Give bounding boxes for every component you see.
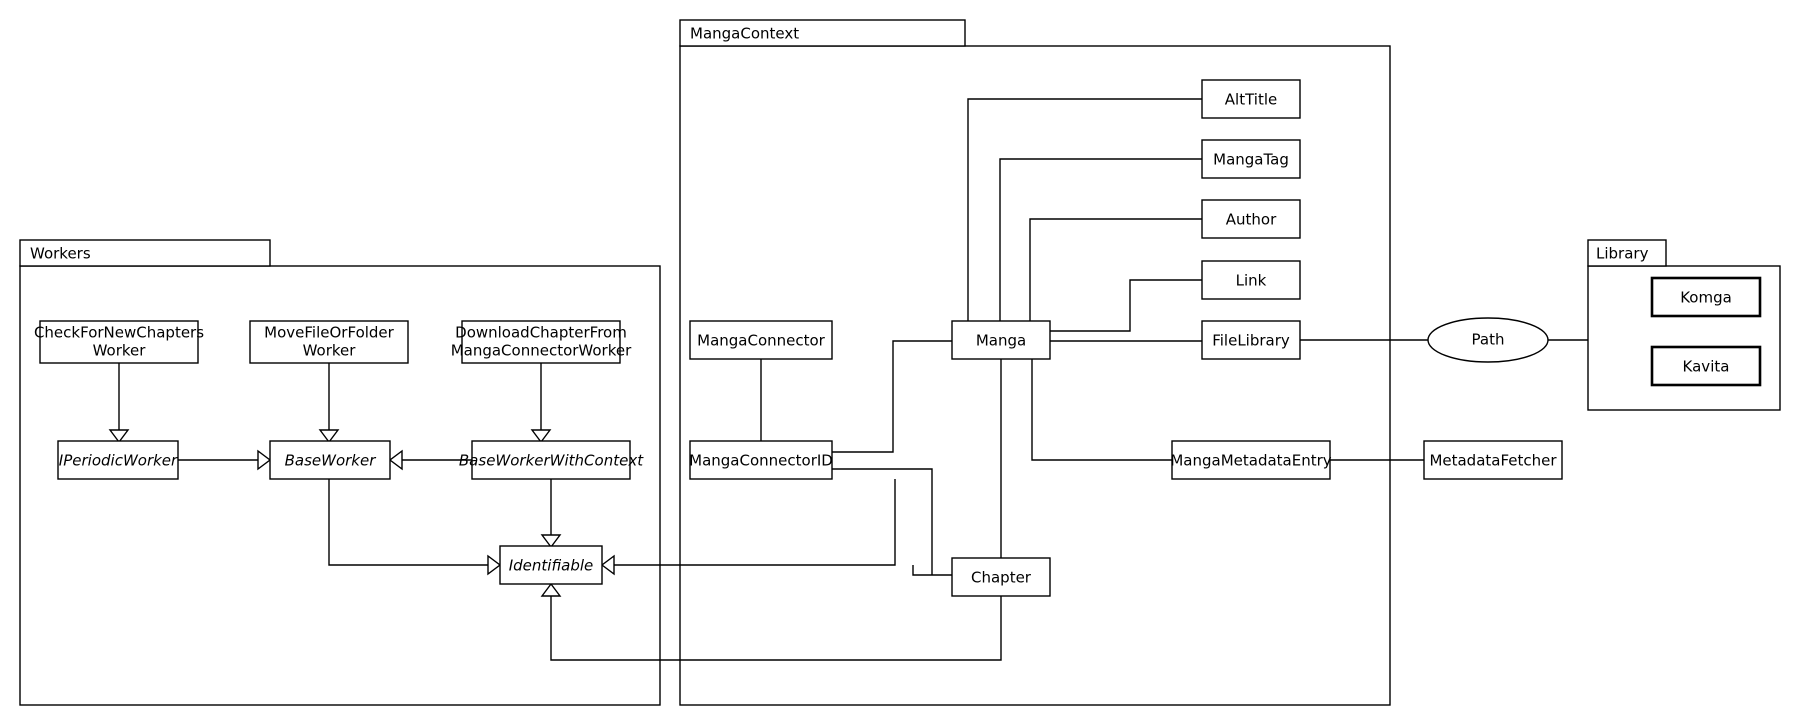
node-label-line: MetadataFetcher xyxy=(1429,452,1557,470)
edge-manga-bottom-to-metadata xyxy=(1031,359,1172,461)
node-label-line: BaseWorkerWithContext xyxy=(459,452,644,470)
node-author[interactable]: Author xyxy=(1201,199,1301,239)
node-link[interactable]: Link xyxy=(1201,260,1301,300)
node-iperiodicworker[interactable]: IPeriodicWorker xyxy=(57,440,179,480)
edge-check-to-iperiodic xyxy=(108,363,130,444)
node-chapter[interactable]: Chapter xyxy=(951,557,1051,597)
node-download-chapter-from-manga-connector-worker[interactable]: DownloadChapterFrom MangaConnectorWorker xyxy=(451,320,632,364)
node-mangatag[interactable]: MangaTag xyxy=(1201,139,1301,179)
node-label-line: Worker xyxy=(93,342,147,360)
node-label-line: AltTitle xyxy=(1225,91,1277,109)
edge-bwwc-to-identifiable xyxy=(540,479,562,549)
node-label-line: Author xyxy=(1226,211,1277,229)
edge-move-to-baseworker xyxy=(318,363,340,444)
node-label-line: Link xyxy=(1236,272,1267,290)
node-label-line: BaseWorker xyxy=(285,452,377,470)
edge-chapter-left-route xyxy=(912,565,952,576)
package-label-mangacontext: MangaContext xyxy=(690,25,799,43)
node-check-for-new-chapters-worker[interactable]: CheckForNewChapters Worker xyxy=(34,320,204,364)
node-label-line: Worker xyxy=(303,342,357,360)
node-label-line: DownloadChapterFrom xyxy=(455,324,627,342)
node-komga[interactable]: Komga xyxy=(1650,276,1762,318)
node-label-line: Chapter xyxy=(971,569,1032,587)
edge-chapter-to-identifiable xyxy=(540,582,1002,661)
node-label-line: CheckForNewChapters xyxy=(34,324,204,342)
node-mangaconnectorid[interactable]: MangaConnectorID xyxy=(689,440,833,480)
node-move-file-or-folder-worker[interactable]: MoveFileOrFolder Worker xyxy=(249,320,409,364)
edge-download-to-bwwc xyxy=(530,363,552,444)
package-label-library: Library xyxy=(1596,245,1649,263)
node-manga[interactable]: Manga xyxy=(951,320,1051,360)
package-label-workers: Workers xyxy=(30,245,91,263)
node-baseworker[interactable]: BaseWorker xyxy=(269,440,391,480)
node-label-line: Path xyxy=(1472,331,1505,349)
edge-mangaconnectorid-to-chapter xyxy=(832,468,933,575)
edge-baseworker-to-identifiable xyxy=(328,479,502,576)
node-mangaconnector[interactable]: MangaConnector xyxy=(689,320,833,360)
node-path-ellipse[interactable]: Path xyxy=(1427,317,1549,363)
node-label-line: IPeriodicWorker xyxy=(59,452,178,470)
edge-mangaconnectorid-to-identifiable xyxy=(600,479,896,576)
node-identifiable[interactable]: Identifiable xyxy=(499,545,603,585)
node-label-line: Identifiable xyxy=(509,557,594,575)
node-label-line: MangaConnector xyxy=(697,332,826,350)
node-filelibrary[interactable]: FileLibrary xyxy=(1201,320,1301,360)
edge-manga-to-alttitle xyxy=(967,98,1202,321)
node-label-line: MangaTag xyxy=(1213,151,1289,169)
node-mangametadataentry[interactable]: MangaMetadataEntry xyxy=(1170,440,1332,480)
node-label-line: Kavita xyxy=(1683,358,1730,376)
node-alttitle[interactable]: AltTitle xyxy=(1201,79,1301,119)
node-label-line: MangaConnectorWorker xyxy=(451,342,632,360)
node-label-line: Manga xyxy=(976,332,1026,350)
node-baseworkerwithcontext[interactable]: BaseWorkerWithContext xyxy=(459,440,644,480)
edge-manga-to-author xyxy=(1029,218,1202,321)
node-label-line: MangaConnectorID xyxy=(689,452,833,470)
node-label-line: MangaMetadataEntry xyxy=(1170,452,1331,470)
node-metadatafetcher[interactable]: MetadataFetcher xyxy=(1423,440,1563,480)
node-label-line: Komga xyxy=(1680,289,1732,307)
node-label-line: MoveFileOrFolder xyxy=(264,324,394,342)
edge-bwwc-to-baseworker xyxy=(388,449,472,471)
edge-iperiodic-to-baseworker xyxy=(178,449,272,471)
node-kavita[interactable]: Kavita xyxy=(1650,345,1762,387)
node-label-line: FileLibrary xyxy=(1212,332,1290,350)
edge-manga-to-link xyxy=(1050,279,1202,332)
package-mangacontext: MangaContext xyxy=(679,19,1391,706)
edge-mangaconnectorid-to-manga xyxy=(832,340,952,453)
edge-manga-to-mangatag xyxy=(999,158,1202,321)
